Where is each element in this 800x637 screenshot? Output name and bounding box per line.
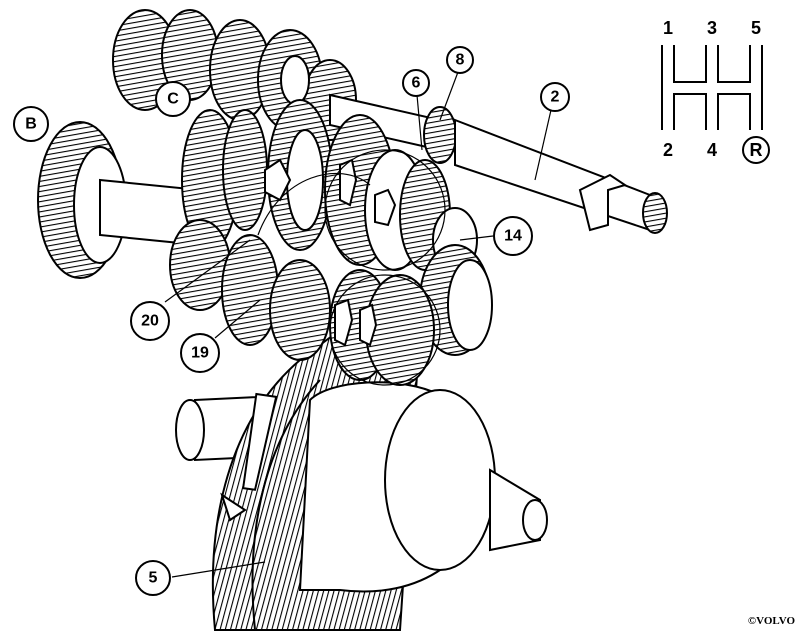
svg-text:14: 14 (504, 228, 522, 245)
callout-5: 5 (135, 560, 171, 596)
shift-pattern: 1 3 5 2 4 R (661, 18, 770, 164)
differential-housing (298, 381, 548, 593)
gear-label-3: 3 (707, 18, 717, 38)
gear-label-2: 2 (663, 140, 673, 160)
countershaft (37, 121, 201, 279)
gear-label-5: 5 (751, 18, 761, 38)
svg-text:20: 20 (141, 313, 159, 330)
gear-label-1: 1 (663, 18, 673, 38)
overlay-rings (257, 149, 446, 386)
callout-6: 6 (402, 69, 430, 97)
callout-8: 8 (446, 46, 474, 74)
svg-text:6: 6 (412, 75, 421, 92)
svg-text:5: 5 (149, 570, 158, 587)
reverse-circle (742, 136, 770, 164)
callout-20: 20 (130, 301, 170, 341)
rear-gear-cluster (112, 9, 357, 141)
svg-text:2: 2 (551, 89, 560, 106)
svg-text:B: B (25, 116, 37, 133)
volvo-credit: ©VOLVO (748, 615, 796, 627)
svg-text:C: C (167, 91, 179, 108)
callout-19: 19 (180, 333, 220, 373)
callout-C: C (155, 81, 191, 117)
gear-label-R: R (750, 140, 763, 160)
gear-label-4: 4 (707, 140, 717, 160)
input-shaft (329, 93, 668, 234)
main-gear-stack (169, 99, 493, 386)
callout-2: 2 (540, 82, 570, 112)
callout-B: B (13, 106, 49, 142)
callout-14: 14 (493, 216, 533, 256)
leader-lines (164, 71, 552, 578)
svg-text:8: 8 (456, 52, 465, 69)
svg-text:19: 19 (191, 345, 209, 362)
